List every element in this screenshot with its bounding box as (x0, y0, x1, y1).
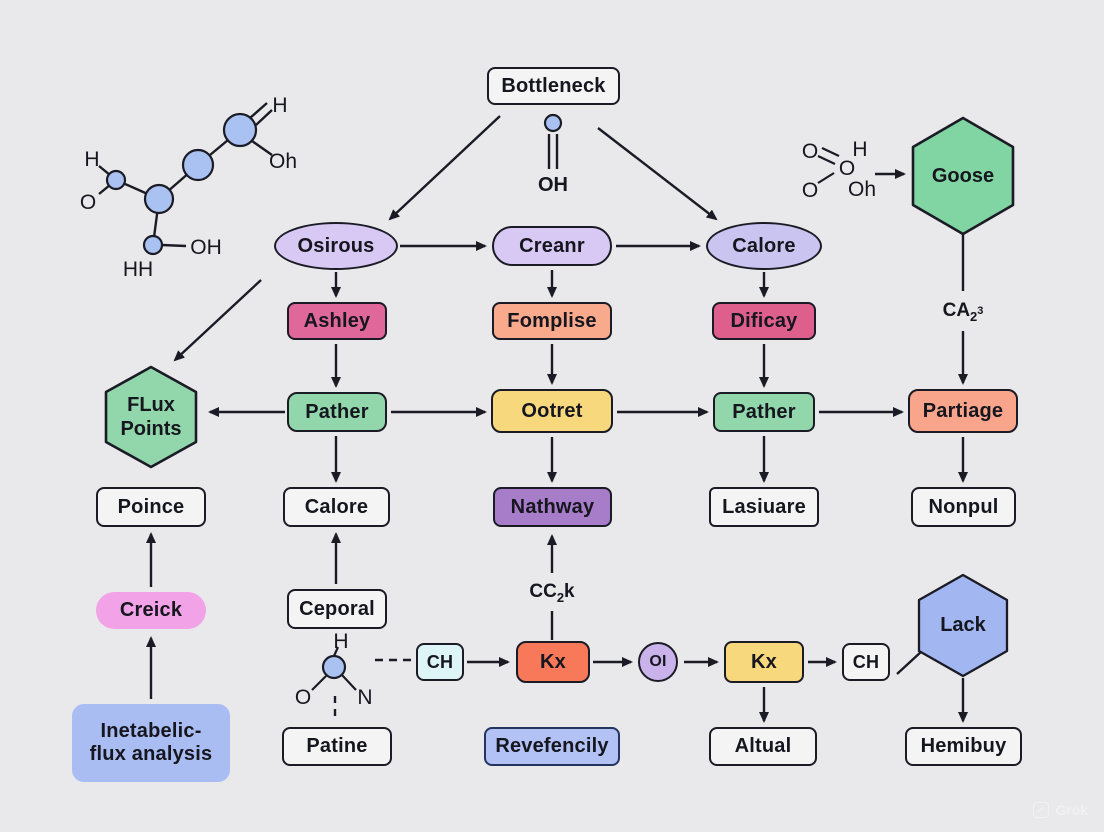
node-hemibuy: Hemibuy (905, 727, 1022, 766)
node-ceporal: Ceporal (287, 589, 387, 629)
atom-label-oh-bottom: OH (190, 236, 222, 259)
ca23-small: 3 (977, 305, 984, 317)
node-osirous: Osirous (274, 222, 398, 270)
node-revefencily: Revefencily (484, 727, 620, 766)
atom-label-n: N (357, 686, 372, 709)
atom-label-o-bottom: O (802, 179, 818, 202)
node-poince: Poince (96, 487, 206, 527)
node-fomplise: Fomplise (492, 302, 612, 340)
atom-label-hh: HH (123, 258, 153, 281)
molecule-top-left-atoms (105, 112, 258, 256)
node-oi: OI (638, 642, 678, 682)
flux-points-hexagon (104, 365, 198, 469)
metabolic-line2: flux analysis (89, 743, 213, 765)
node-ch-white: CH (842, 643, 890, 681)
node-goose: Goose (931, 165, 995, 187)
hexagons (104, 116, 1015, 678)
molecule-bottom-labels: H O N (295, 630, 373, 709)
label-oh-center: OH (538, 174, 568, 196)
atom-label-h: H (852, 138, 867, 161)
connector-arrows (146, 115, 968, 723)
lack-hexagon (917, 573, 1009, 678)
atom-label-o-left: O (80, 191, 96, 214)
molecule-bottleneck-atom (543, 113, 563, 133)
node-pather1: Pather (287, 392, 387, 432)
grok-logo-icon (1033, 802, 1050, 818)
goose-hexagon (911, 116, 1015, 236)
node-bottleneck: Bottleneck (487, 67, 620, 105)
molecule-bottleneck (543, 113, 563, 169)
node-dificay: Dificay (712, 302, 816, 340)
node-lack: Lack (940, 614, 986, 636)
molecule-top-right: O O O H Oh (802, 138, 876, 202)
node-nathway: Nathway (493, 487, 612, 527)
atom-label-o-mid: O (839, 157, 855, 180)
arrow-bottleneck-calore (597, 127, 718, 221)
atom-label-h-top: H (272, 94, 287, 117)
node-flux-points: FLux Points (106, 390, 196, 444)
atom-label-h-left: H (84, 148, 99, 171)
node-ootret: Ootret (491, 389, 613, 433)
node-calore-top: Calore (706, 222, 822, 270)
node-ashley: Ashley (287, 302, 387, 340)
arrow-bottleneck-osirous (388, 115, 501, 221)
flux-points-line2: Points (120, 418, 182, 440)
molecule-bottom: H O N (295, 630, 373, 709)
atom-label-o-top: O (802, 140, 818, 163)
watermark: Grok (1033, 802, 1088, 818)
node-altual: Altual (709, 727, 817, 766)
node-calore-mid: Calore (283, 487, 390, 527)
atom-label-o: O (295, 686, 311, 709)
node-nonpul: Nonpul (911, 487, 1016, 527)
watermark-text: Grok (1055, 802, 1088, 818)
molecule-top-left: H Oh H O OH HH (80, 94, 297, 281)
node-kx-yellow: Kx (724, 641, 804, 683)
ca23-base: CA (942, 300, 971, 321)
node-creick: Creick (96, 592, 206, 629)
atom-label-oh: Oh (848, 178, 876, 201)
line-chwhite-lack (896, 650, 923, 675)
node-kx-orange: Kx (516, 641, 590, 683)
ca23-sub: 2 (970, 308, 978, 324)
node-creanr: Creanr (492, 226, 612, 266)
node-partiage: Partiage (908, 389, 1018, 433)
molecule-top-left-labels: H Oh H O OH HH (80, 94, 297, 281)
cc2k-base: CC (529, 581, 557, 602)
node-metabolic-flux-analysis: Inetabelic- flux analysis (72, 704, 230, 782)
cc2k-sub: 2 (556, 589, 565, 605)
flux-points-line1: FLux (127, 394, 175, 416)
metabolic-line1: Inetabelic- (100, 720, 202, 742)
node-pather2: Pather (713, 392, 815, 432)
molecule-top-right-labels: O O O H Oh (802, 138, 876, 202)
node-ch-cyan: CH (416, 643, 464, 681)
atom-label-oh-right: Oh (269, 150, 297, 173)
node-patine: Patine (282, 727, 392, 766)
label-ca23: CA23 (923, 300, 1003, 324)
arrow-osirous-fluxpoints (173, 279, 262, 362)
cc2k-tail: k (564, 581, 575, 602)
label-cc2k: CC2k (512, 581, 592, 605)
node-lasiuare: Lasiuare (709, 487, 819, 527)
atom-label-h: H (333, 630, 348, 653)
molecule-bottom-atom (321, 654, 347, 680)
